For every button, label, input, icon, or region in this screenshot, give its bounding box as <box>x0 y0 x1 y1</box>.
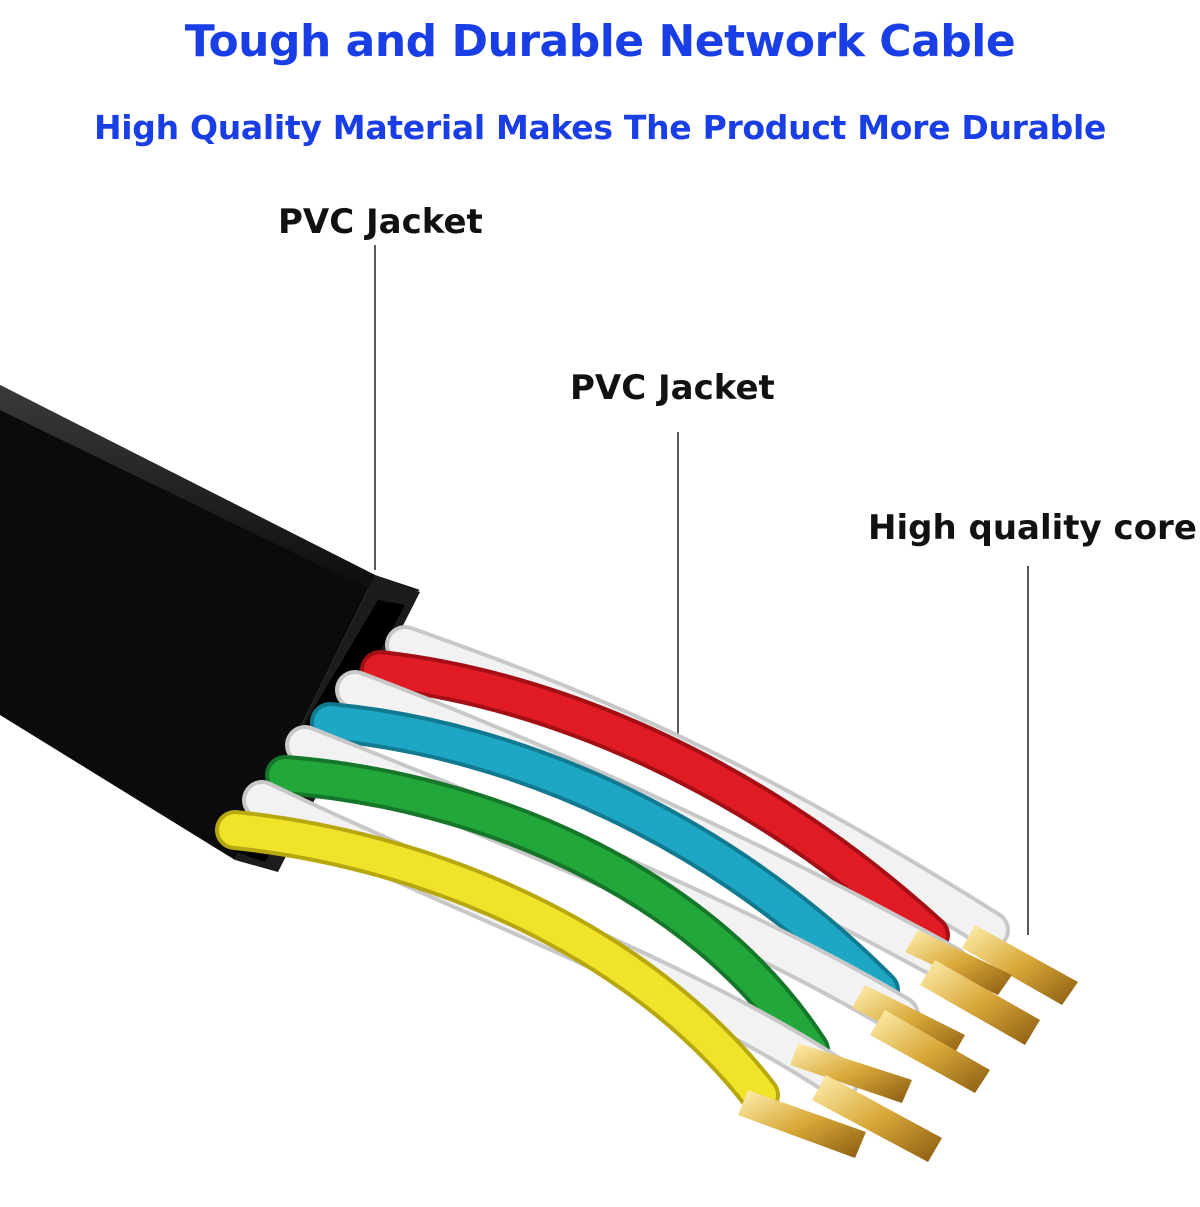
core-3 <box>920 960 1040 1045</box>
core-5 <box>870 1010 990 1093</box>
core-8 <box>738 1090 866 1158</box>
page-title: Tough and Durable Network Cable <box>184 16 1016 67</box>
core-1 <box>962 925 1078 1005</box>
callout-core: High quality core <box>868 508 1197 548</box>
callout-outer-jacket: PVC Jacket <box>278 202 483 242</box>
core-2 <box>905 930 1012 995</box>
core-6 <box>790 1043 912 1103</box>
leader-lines <box>374 245 1029 935</box>
page-subtitle: High Quality Material Makes The Product … <box>93 108 1107 147</box>
core-7 <box>812 1075 942 1162</box>
copper-cores <box>738 925 1078 1162</box>
wires <box>215 625 1010 1115</box>
callout-inner-jacket: PVC Jacket <box>570 368 775 408</box>
